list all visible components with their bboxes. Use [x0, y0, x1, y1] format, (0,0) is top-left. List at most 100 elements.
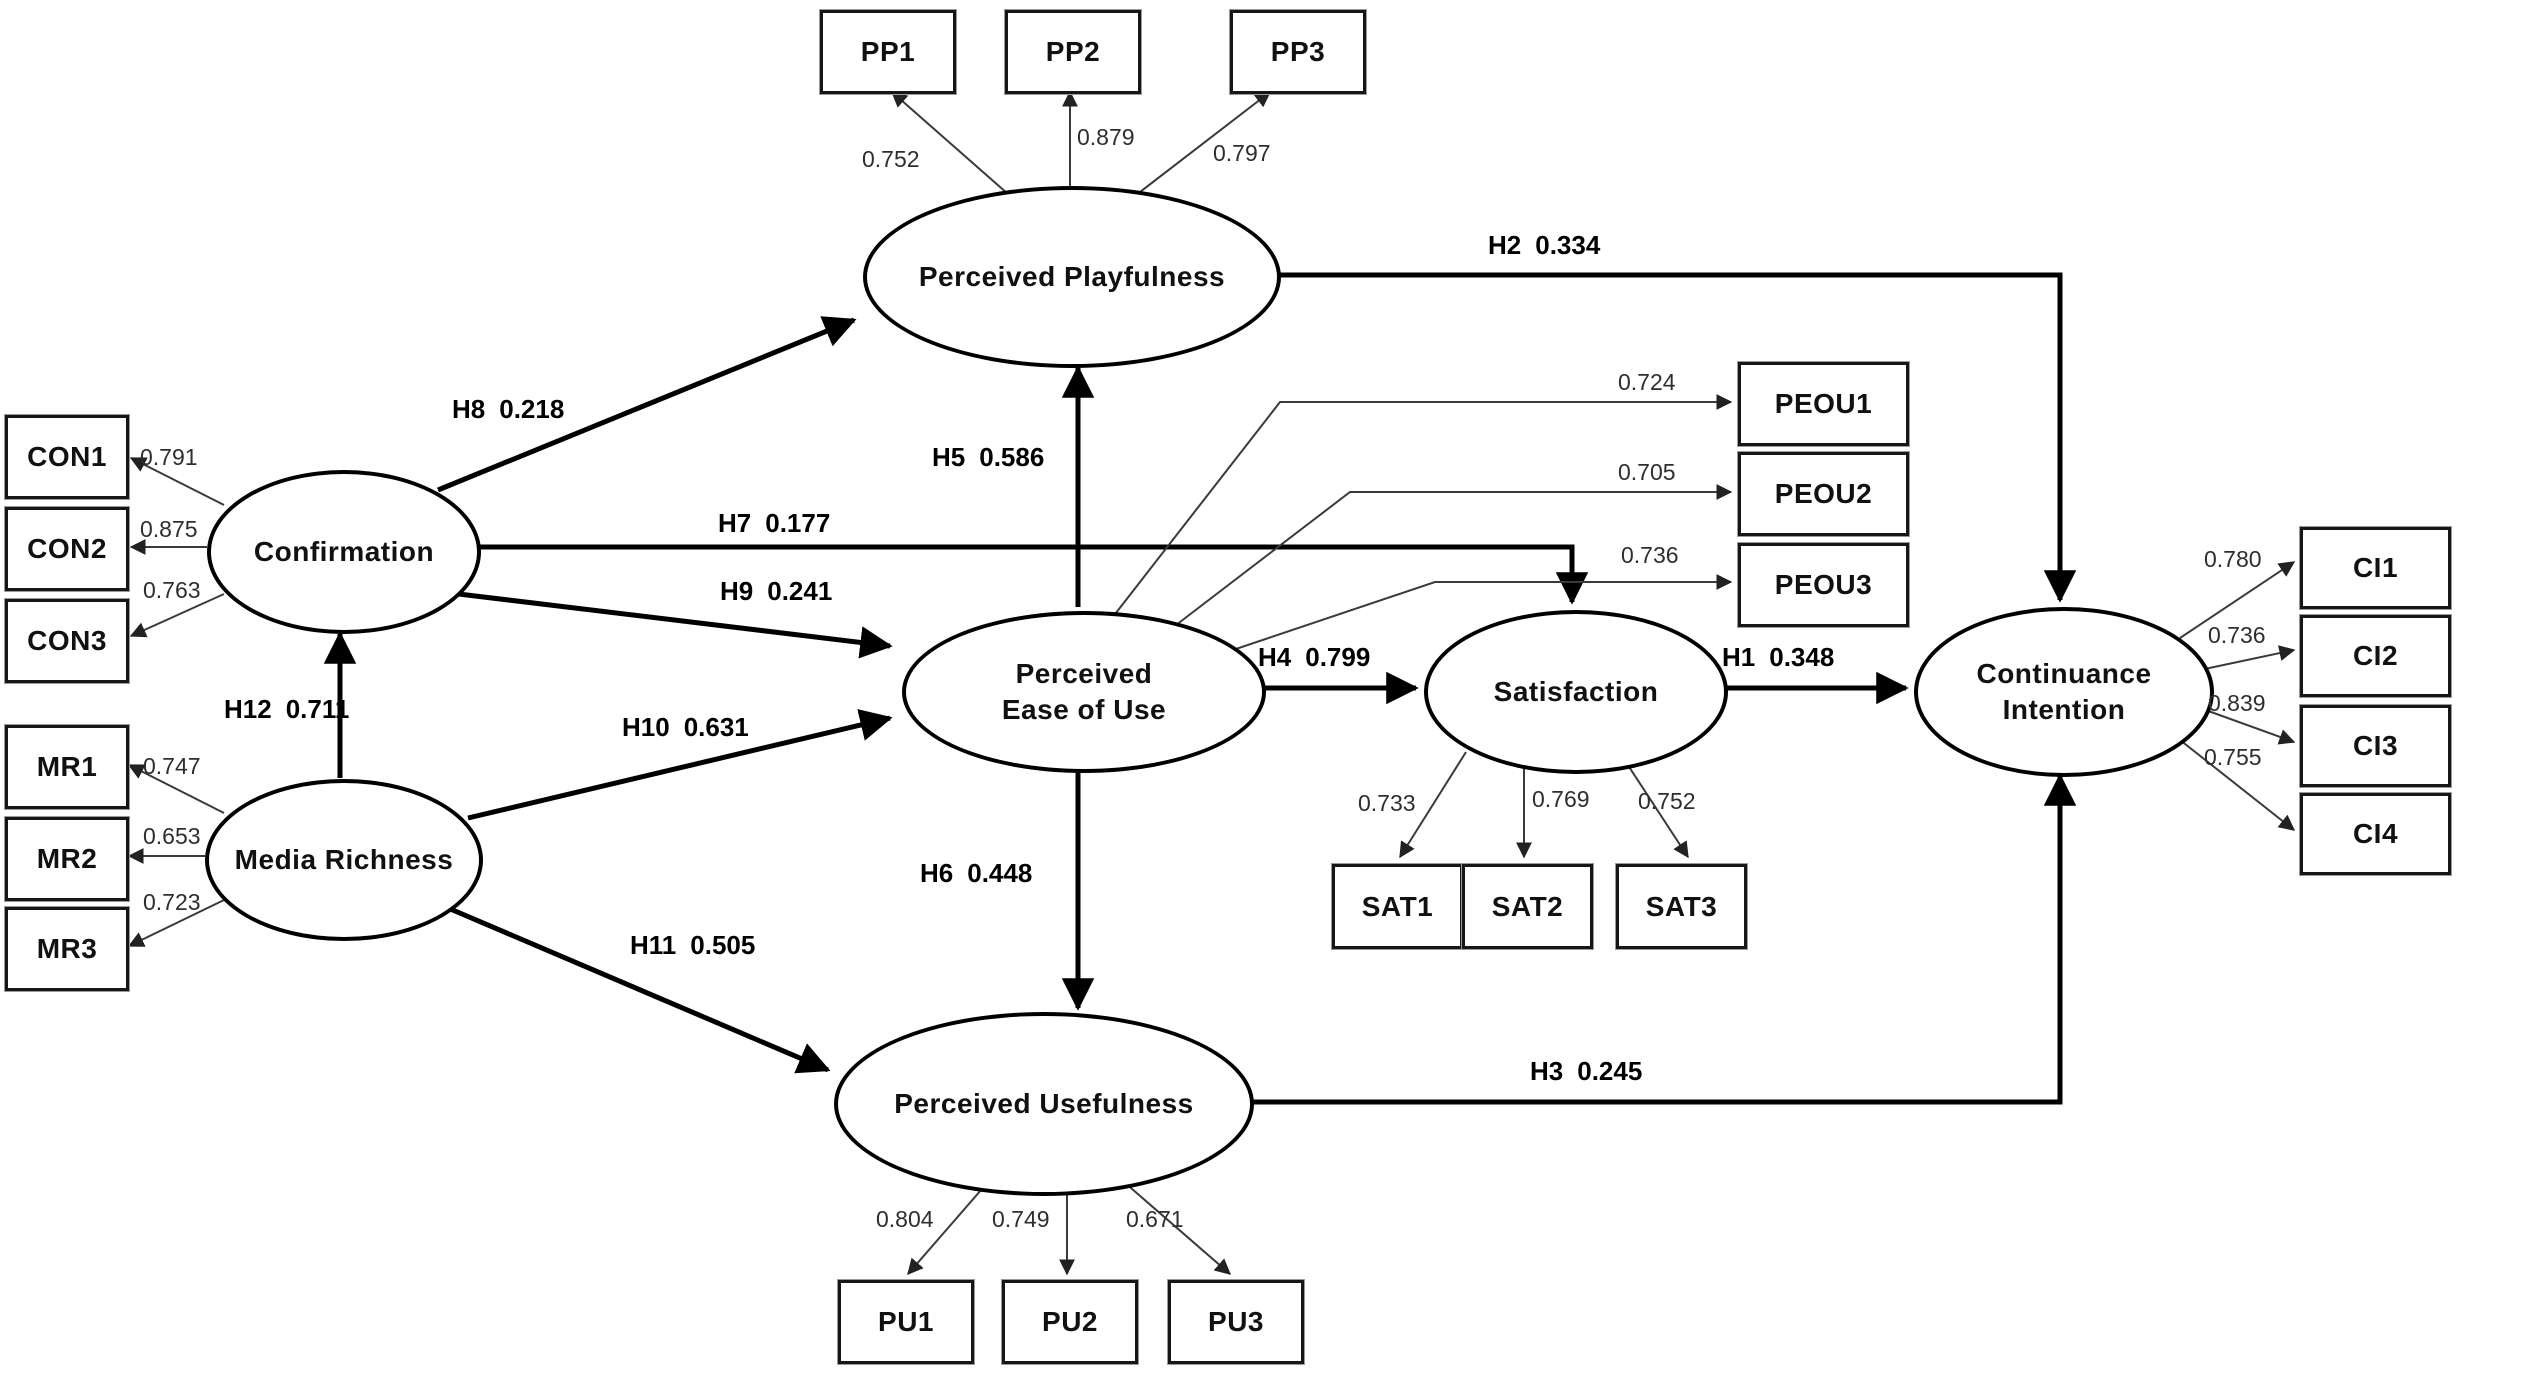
indicator-pu3: PU3	[1168, 1280, 1304, 1364]
edge-loading-ci2	[2199, 645, 2296, 671]
edge-loading-pp3	[1139, 91, 1272, 193]
latent-label: Satisfaction	[1493, 675, 1659, 707]
indicator-label: PU3	[1208, 1306, 1264, 1337]
latent-satisfaction: Satisfaction	[1424, 610, 1728, 774]
indicator-label: MR3	[36, 933, 98, 964]
edge-h8-con-to-pp	[437, 316, 857, 493]
latent-label: Perceived Usefulness	[894, 1087, 1194, 1119]
path-coefficient: 0.505	[690, 930, 756, 960]
hypothesis-id: H3	[1530, 1056, 1564, 1086]
latent-confirmation: Confirmation	[207, 470, 481, 634]
hypothesis-id: H8	[452, 394, 486, 424]
loading-pp2: 0.879	[1077, 124, 1135, 150]
latent-media-richness: Media Richness	[205, 779, 483, 941]
indicator-sat1: SAT1	[1332, 864, 1463, 949]
loading-pp3: 0.797	[1213, 140, 1271, 166]
edge-loading-pp1	[890, 91, 1009, 195]
edge-h11-mr-to-pu	[447, 905, 831, 1074]
indicator-label: PU1	[878, 1306, 934, 1337]
indicator-label: PEOU3	[1774, 569, 1873, 600]
loading-ci1: 0.780	[2204, 546, 2262, 572]
indicator-label: SAT3	[1645, 890, 1718, 922]
indicator-ci2: CI2	[2300, 615, 2451, 697]
indicator-mr1: MR1	[5, 725, 129, 809]
indicator-label: PU2	[1042, 1306, 1098, 1337]
indicator-label: CI4	[2352, 818, 2399, 849]
indicator-mr2: MR2	[5, 817, 129, 901]
path-coefficient: 0.448	[967, 858, 1033, 888]
hypothesis-id: H5	[932, 442, 966, 472]
path-coefficient: 0.711	[285, 694, 350, 724]
loading-pu2: 0.749	[992, 1206, 1050, 1232]
edge-loading-peou2	[1162, 484, 1733, 636]
indicator-pu1: PU1	[838, 1280, 974, 1364]
loading-sat2: 0.769	[1532, 786, 1590, 812]
path-label-h1: H1 0.348	[1722, 642, 1834, 673]
hypothesis-id: H1	[1722, 642, 1756, 672]
edge-loading-peou1	[1111, 394, 1733, 619]
indicator-pp3: PP3	[1230, 10, 1366, 94]
latent-perceived-usefulness: Perceived Usefulness	[834, 1012, 1254, 1196]
loading-sat1: 0.733	[1358, 790, 1416, 816]
loading-sat3: 0.752	[1638, 788, 1696, 814]
edge-h9-con-to-peou	[441, 589, 893, 659]
loading-mr1: 0.747	[143, 753, 201, 779]
edge-h7-con-to-sat	[470, 544, 1589, 605]
indicator-con2: CON2	[5, 507, 129, 591]
latent-label: Perceived Playfulness	[918, 260, 1226, 292]
hypothesis-id: H10	[622, 712, 670, 742]
indicator-label: PEOU1	[1774, 388, 1873, 419]
indicator-sat3: SAT3	[1616, 864, 1747, 949]
latent-label: Media Richness	[234, 843, 454, 875]
loading-ci2: 0.736	[2208, 622, 2266, 648]
path-coefficient: 0.241	[767, 576, 833, 606]
latent-label: Perceived Ease of Use	[1001, 657, 1167, 725]
loading-con1: 0.791	[140, 444, 198, 470]
edge-loading-ci1	[2179, 561, 2296, 639]
indicator-sat2: SAT2	[1462, 864, 1593, 949]
loading-ci4: 0.755	[2204, 744, 2262, 770]
indicator-label: SAT1	[1361, 890, 1434, 922]
indicator-ci1: CI1	[2300, 527, 2451, 609]
edge-loading-ci3	[2199, 707, 2296, 745]
indicator-label: CON3	[27, 625, 107, 656]
loading-mr3: 0.723	[143, 889, 201, 915]
path-label-h6: H6 0.448	[920, 858, 1032, 889]
indicator-label: CI1	[2352, 552, 2399, 583]
indicator-con3: CON3	[5, 599, 129, 683]
loading-con2: 0.875	[140, 516, 198, 542]
indicator-label: PP3	[1270, 36, 1326, 67]
hypothesis-id: H9	[720, 576, 754, 606]
indicator-ci4: CI4	[2300, 793, 2451, 875]
edge-h10-mr-to-peou	[467, 709, 893, 821]
path-coefficient: 0.334	[1535, 230, 1601, 260]
indicator-pp1: PP1	[820, 10, 956, 94]
hypothesis-id: H6	[920, 858, 954, 888]
path-coefficient: 0.348	[1769, 642, 1835, 672]
indicator-peou3: PEOU3	[1738, 543, 1909, 627]
indicator-label: MR1	[36, 751, 98, 782]
indicator-label: CI3	[2352, 730, 2399, 761]
indicator-label: CON1	[27, 441, 107, 472]
loading-mr2: 0.653	[143, 823, 201, 849]
latent-perceived-ease-of-use: Perceived Ease of Use	[902, 611, 1266, 773]
latent-perceived-playfulness: Perceived Playfulness	[863, 186, 1281, 368]
edge-loading-sat3	[1619, 752, 1689, 859]
latent-continuance-intention: Continuance Intention	[1914, 607, 2214, 777]
edge-loading-ci4	[2179, 739, 2296, 831]
loading-pp1: 0.752	[862, 146, 920, 172]
edge-h3-pu-to-ci	[1244, 773, 2077, 1105]
hypothesis-id: H2	[1488, 230, 1522, 260]
loading-pu1: 0.804	[876, 1206, 934, 1232]
edge-loading-pu1	[907, 1181, 989, 1276]
loading-peou3: 0.736	[1621, 542, 1679, 568]
indicator-mr3: MR3	[5, 907, 129, 991]
edge-loading-con1	[129, 457, 225, 506]
edge-loading-mr1	[127, 764, 225, 814]
